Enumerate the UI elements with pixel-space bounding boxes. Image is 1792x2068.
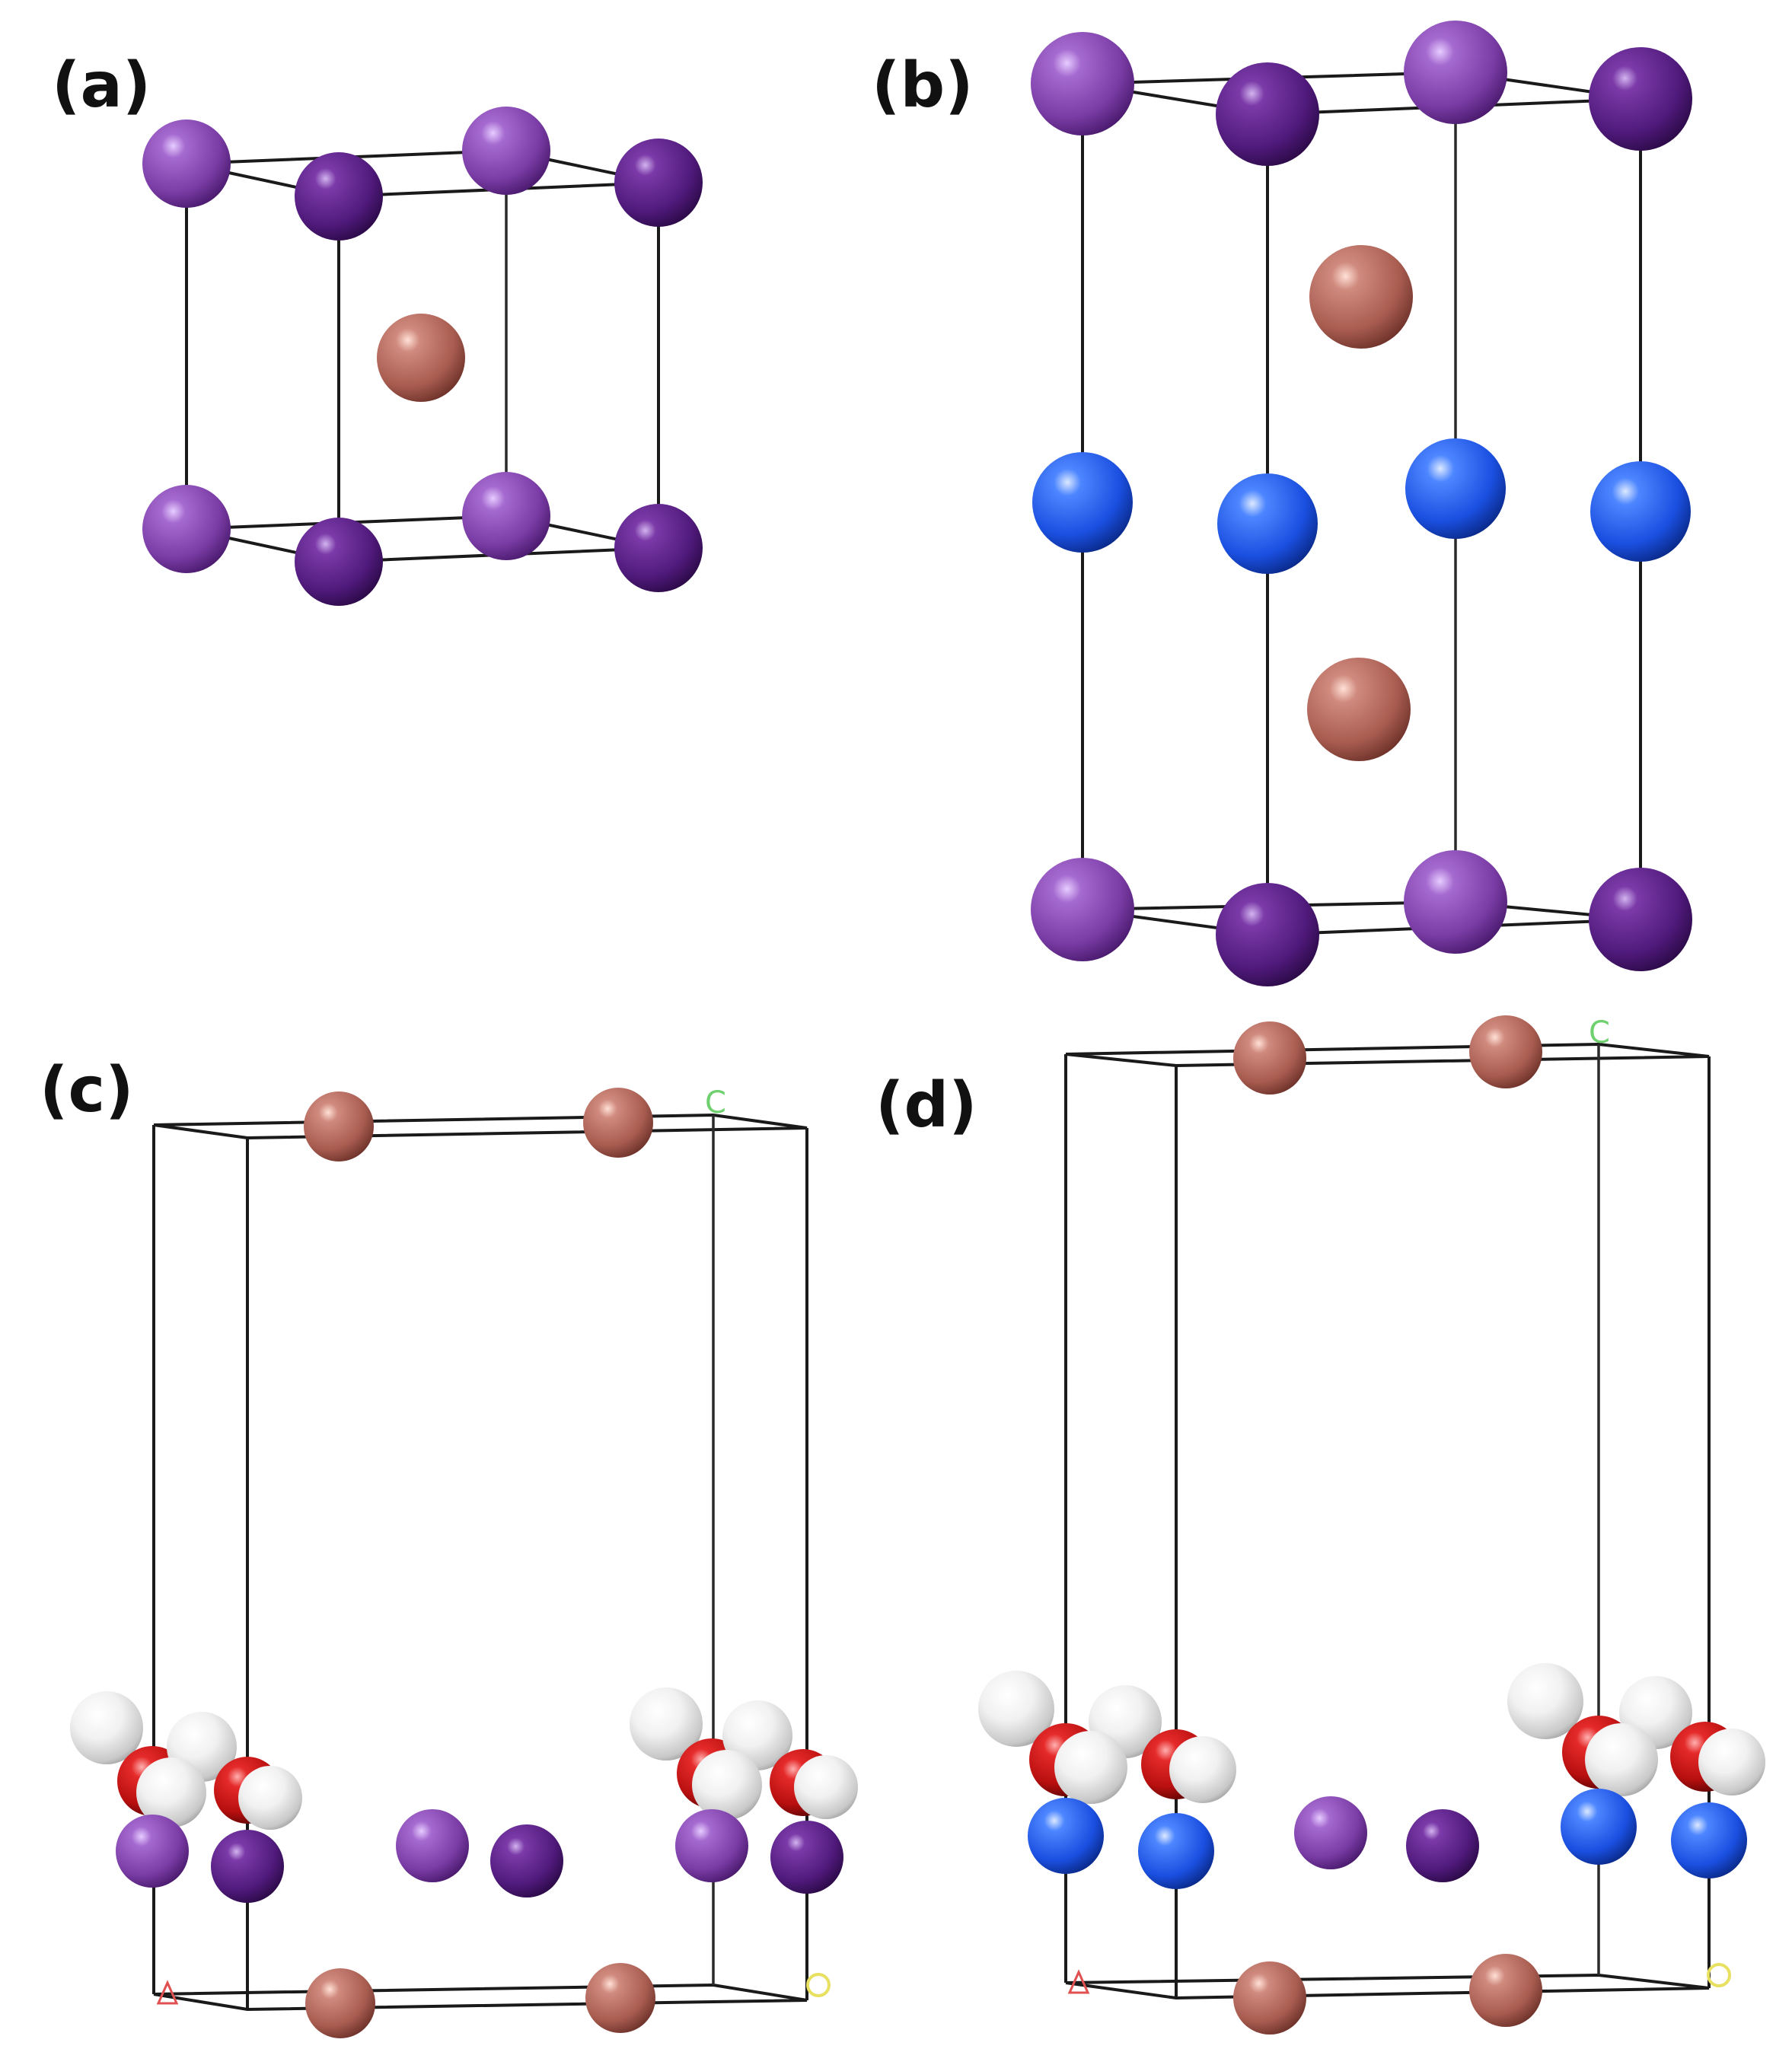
atom-purple <box>1294 1796 1367 1869</box>
panel-label-a: (a) <box>52 49 151 122</box>
atom-purple <box>142 119 231 208</box>
atom-purple <box>462 472 550 560</box>
axis-label-c: C <box>705 1085 726 1120</box>
atom-hydrogen <box>1585 1723 1658 1796</box>
atom-copper <box>1233 1961 1306 2035</box>
atom-hydrogen <box>978 1671 1054 1747</box>
axis-labels-c: C <box>156 1085 831 2005</box>
atom-purple <box>1031 858 1134 961</box>
panel-c: (c) C <box>40 1054 858 2038</box>
axis-marker-a <box>1067 1969 1090 1994</box>
unit-cell-a <box>185 148 660 564</box>
atom-purple <box>142 485 231 573</box>
atom-purple <box>462 107 550 195</box>
axis-marker-b <box>1707 1963 1731 1987</box>
atom-copper <box>585 1963 655 2033</box>
atom-hydrogen <box>1698 1729 1765 1796</box>
atom-purple <box>614 139 703 227</box>
atoms-a <box>142 107 703 606</box>
atom-blue <box>1671 1802 1747 1878</box>
atom-copper <box>1469 1015 1542 1088</box>
atom-blue <box>1217 473 1318 574</box>
atom-purple <box>1404 850 1507 954</box>
panel-a: (a) <box>52 49 703 606</box>
atom-blue <box>1590 461 1691 562</box>
atom-hydrogen <box>1169 1736 1236 1803</box>
atom-blue <box>1138 1813 1214 1889</box>
atom-hydrogen <box>692 1750 762 1820</box>
panel-label-d: (d) <box>875 1069 977 1142</box>
atom-blue <box>1561 1789 1637 1865</box>
axis-labels-d: C <box>1067 1015 1731 1994</box>
atom-copper <box>1307 658 1411 761</box>
atom-purple <box>1216 62 1319 166</box>
atom-blue <box>1032 452 1133 553</box>
panel-label-c: (c) <box>40 1054 134 1126</box>
atom-hydrogen <box>1054 1731 1127 1804</box>
panel-d: (d) C <box>875 1015 1765 2035</box>
atoms-b <box>1031 21 1692 986</box>
atom-purple <box>295 518 383 606</box>
atom-purple <box>295 152 383 241</box>
atom-copper <box>1233 1021 1306 1095</box>
atom-purple <box>1404 21 1507 124</box>
atom-hydrogen <box>70 1691 143 1764</box>
atom-hydrogen <box>630 1687 703 1761</box>
atom-copper <box>1469 1954 1542 2027</box>
atom-purple <box>1406 1809 1479 1882</box>
atom-blue <box>1405 438 1506 539</box>
atoms-d <box>978 1015 1765 2035</box>
atom-blue <box>1028 1798 1104 1874</box>
atoms-c <box>70 1088 858 2038</box>
atom-hydrogen <box>136 1757 206 1827</box>
atom-hydrogen <box>794 1755 858 1819</box>
atom-copper <box>377 314 465 402</box>
axis-marker-b <box>806 1973 831 1997</box>
unit-cell-b <box>1081 70 1642 937</box>
atom-purple <box>490 1824 563 1898</box>
atom-purple <box>396 1809 469 1882</box>
atom-purple <box>770 1821 843 1894</box>
axis-label-c: C <box>1589 1015 1610 1050</box>
atom-purple <box>1589 868 1692 971</box>
atom-copper <box>304 1091 374 1161</box>
atom-copper <box>583 1088 653 1158</box>
atom-purple <box>1031 32 1134 135</box>
atom-purple <box>614 504 703 592</box>
atom-purple <box>1216 883 1319 986</box>
atom-purple <box>675 1809 748 1882</box>
atom-hydrogen <box>238 1766 302 1830</box>
atom-copper <box>305 1968 375 2038</box>
axis-marker-a <box>156 1980 179 2005</box>
panel-b: (b) <box>872 21 1692 986</box>
atom-copper <box>1309 245 1413 349</box>
atom-hydrogen <box>1507 1663 1583 1739</box>
panel-label-b: (b) <box>872 49 974 122</box>
atom-purple <box>116 1815 189 1888</box>
atom-purple <box>211 1830 284 1903</box>
atom-purple <box>1589 47 1692 151</box>
